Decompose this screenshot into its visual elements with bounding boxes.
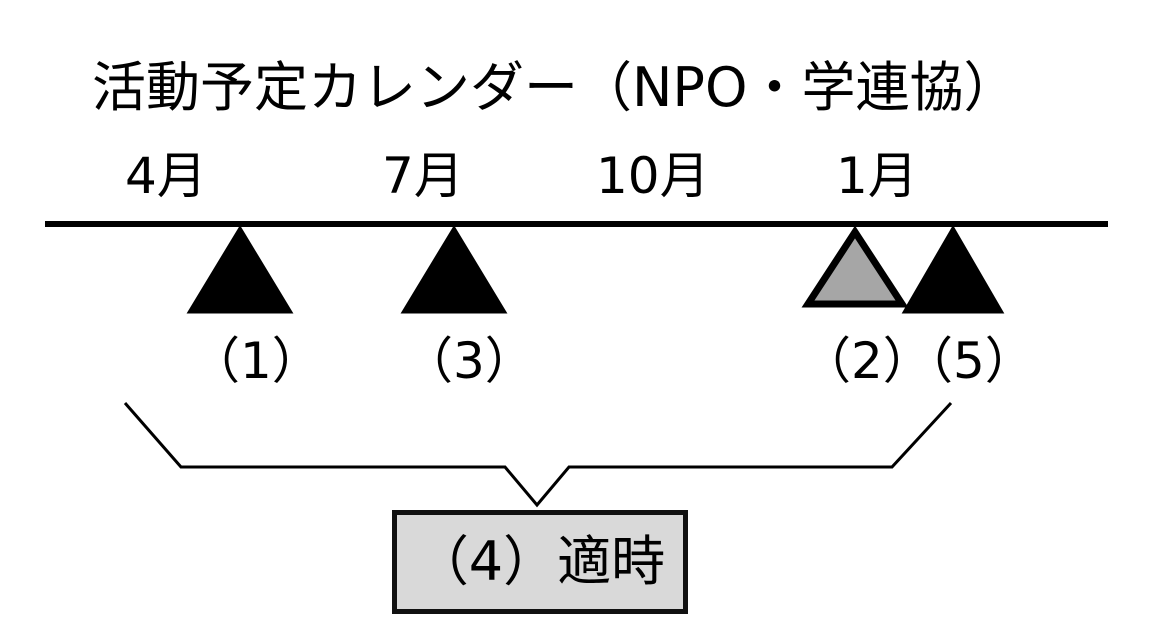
month-label-jul: 7月	[382, 147, 464, 205]
marker-triangle-5	[901, 225, 1005, 314]
timing-label: （4）適時	[414, 530, 666, 593]
timing-box: （4）適時	[392, 510, 688, 614]
bracket-line	[123, 401, 953, 508]
marker-label-5: （5）	[903, 332, 1035, 390]
marker-label-2: （2）	[801, 332, 933, 390]
calendar-title: 活動予定カレンダー（NPO・学連協）	[92, 56, 1018, 119]
marker-triangle-2	[801, 225, 909, 308]
marker-triangle-1	[186, 225, 294, 314]
month-label-oct: 10月	[596, 147, 710, 205]
marker-triangle-3	[400, 225, 508, 314]
month-label-jan: 1月	[836, 147, 918, 205]
month-label-apr: 4月	[125, 147, 207, 205]
marker-label-1: （1）	[190, 332, 322, 390]
marker-label-3: （3）	[403, 332, 535, 390]
